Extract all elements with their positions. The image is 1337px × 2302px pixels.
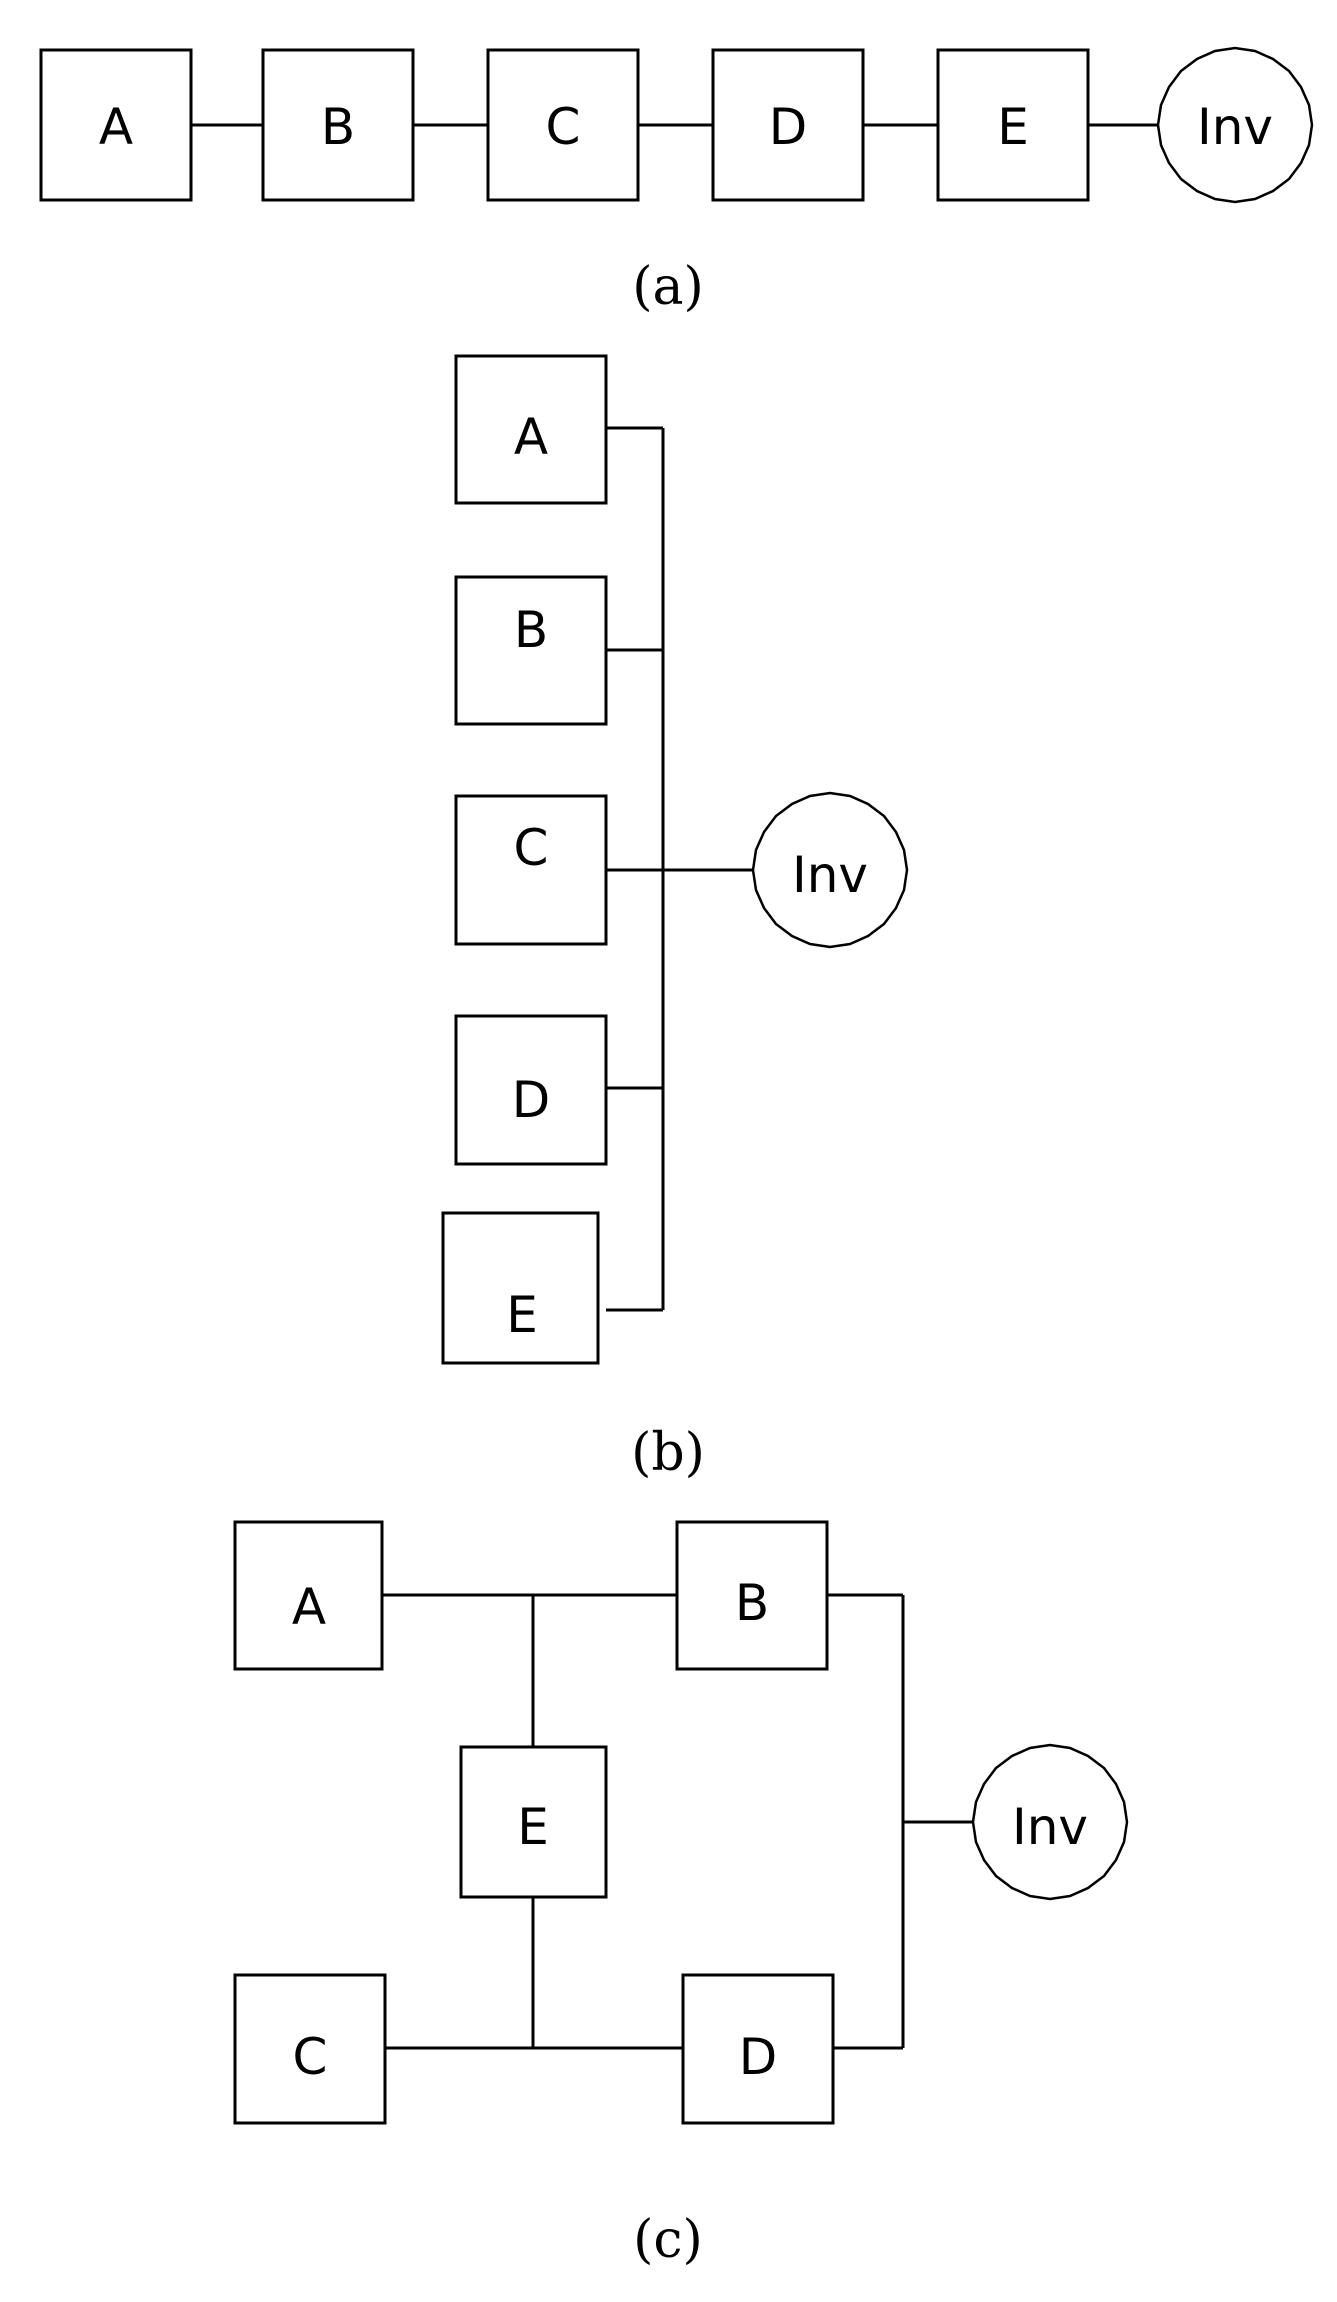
node-b xyxy=(261,48,415,202)
node-e xyxy=(459,1745,608,1899)
node-d-label: D xyxy=(512,1071,551,1129)
node-a-label: A xyxy=(99,98,133,156)
node-c-label: C xyxy=(546,98,581,156)
node-c xyxy=(233,1973,387,2125)
node-d-label: D xyxy=(739,2028,778,2086)
node-e xyxy=(936,48,1090,202)
node-a xyxy=(233,1520,384,1671)
inverter-label: Inv xyxy=(1012,1798,1088,1856)
node-a-label: A xyxy=(292,1578,326,1636)
node-c xyxy=(486,48,640,202)
node-c-label: C xyxy=(514,819,549,877)
node-d xyxy=(681,1973,835,2125)
node-b-label: B xyxy=(514,601,548,659)
inverter-node xyxy=(751,791,909,949)
node-b xyxy=(454,575,608,726)
panel-c: A B E C D Inv (c) xyxy=(233,1520,1129,2270)
panel-b: A B C D E Inv (b) xyxy=(441,354,909,1483)
node-a xyxy=(454,354,608,505)
node-d-label: D xyxy=(769,98,808,156)
inverter-label: Inv xyxy=(792,846,868,904)
panel-caption-b: (b) xyxy=(631,1423,705,1483)
node-c-label: C xyxy=(293,2028,328,2086)
panel-caption-a: (a) xyxy=(632,257,704,317)
inverter-node xyxy=(971,1743,1129,1901)
node-d xyxy=(454,1014,608,1166)
node-c xyxy=(454,794,608,946)
node-b-label: B xyxy=(321,98,355,156)
node-e-label: E xyxy=(517,1798,549,1856)
panel-a: A B C D E Inv (a) xyxy=(39,46,1314,317)
node-e-label: E xyxy=(997,98,1029,156)
inverter-label: Inv xyxy=(1197,98,1273,156)
node-a-label: A xyxy=(514,408,548,466)
panel-caption-c: (c) xyxy=(633,2210,703,2270)
node-b-label: B xyxy=(735,1574,769,1632)
node-e xyxy=(441,1211,600,1365)
node-a xyxy=(39,48,193,202)
node-d xyxy=(711,48,865,202)
node-b xyxy=(675,1520,829,1671)
inverter-node xyxy=(1156,46,1314,204)
node-e-label: E xyxy=(506,1286,538,1344)
